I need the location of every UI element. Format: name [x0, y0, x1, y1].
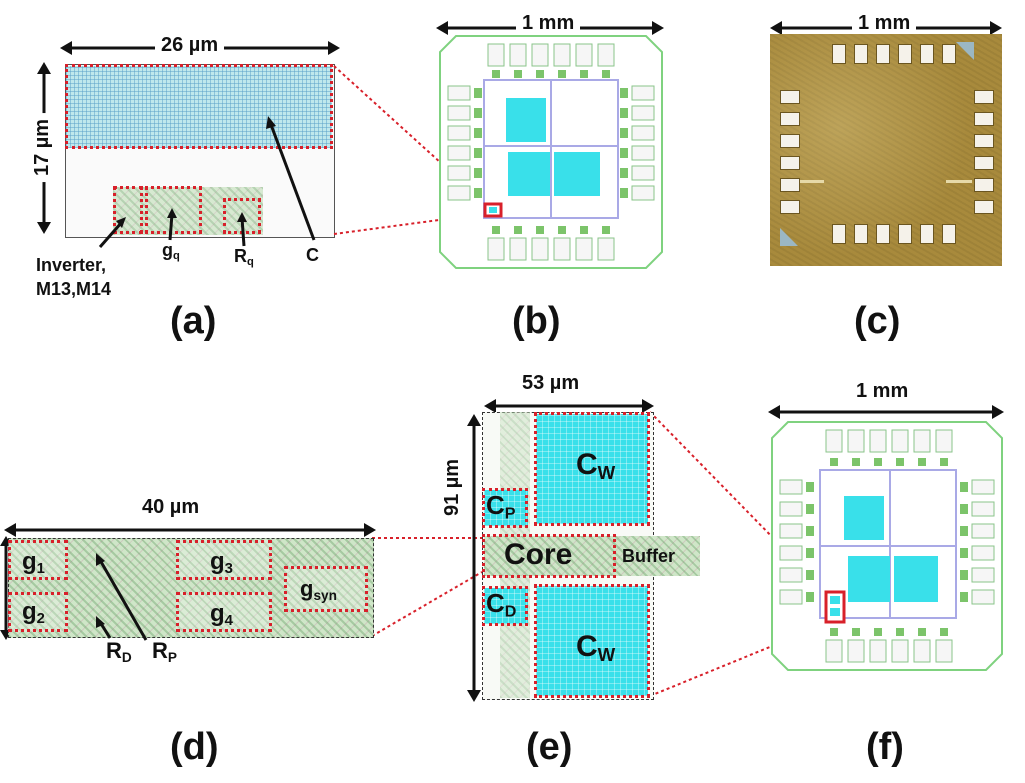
- width-dimension-c: 1 mm: [852, 12, 917, 35]
- cp-layout: [484, 490, 528, 526]
- panel-letter-c: (c): [854, 300, 901, 342]
- panel-letter-b: (b): [512, 300, 561, 342]
- g3-label: g3: [210, 548, 233, 578]
- width-dimension-d: 40 µm: [142, 496, 200, 518]
- capacitor-c-highlight: [65, 64, 333, 149]
- chip-layout-f: [771, 421, 1003, 671]
- core-highlight: [482, 534, 616, 578]
- cd-layout: [484, 588, 528, 624]
- panel-letter-a: (a): [170, 300, 217, 342]
- layout-frame-d: [8, 538, 374, 638]
- buffer-label: Buffer: [622, 546, 675, 566]
- width-arrow-d: [4, 523, 376, 537]
- g4-block: [176, 592, 272, 632]
- panel-letter-d: (d): [170, 726, 219, 768]
- g3-block: [176, 540, 272, 580]
- height-dimension-e: 91 µm: [441, 458, 464, 517]
- gq-label: gq: [162, 240, 180, 263]
- g1-block: [8, 540, 68, 580]
- rq-label: Rq: [234, 246, 254, 269]
- pointer-arrows-a: [98, 116, 316, 248]
- inverter-block: [113, 186, 143, 234]
- width-arrow-f: [768, 405, 1004, 419]
- cw-top-label: CW: [576, 448, 616, 484]
- inverter-label: Inverter,: [36, 255, 107, 275]
- gq-block: [145, 186, 202, 234]
- core-label: Core: [504, 538, 573, 571]
- g2-block: [8, 592, 68, 632]
- width-dimension-e: 53 µm: [522, 372, 580, 394]
- panel-letter-f: (f): [866, 726, 904, 768]
- g2-label: g2: [22, 598, 45, 628]
- rp-label: RP: [152, 638, 177, 665]
- cw-bottom-layout: [536, 586, 648, 696]
- core-buffer-layout: [484, 536, 700, 576]
- width-arrow-e: [484, 399, 654, 413]
- g1-label: g1: [22, 548, 45, 578]
- width-dimension-a: 26 µm: [155, 34, 225, 57]
- cd-highlight: [482, 586, 528, 626]
- transistor-label: M13,M14: [36, 279, 112, 299]
- cd-label: CD: [486, 588, 517, 621]
- cp-highlight: [482, 488, 528, 528]
- cp-label: CP: [486, 490, 516, 523]
- chip-layout-b: [439, 35, 663, 269]
- width-dimension-f: 1 mm: [856, 380, 909, 402]
- height-arrow-e: [467, 414, 481, 702]
- pointer-arrows-d: [96, 553, 148, 641]
- circuit-area-a: [113, 187, 263, 235]
- rd-label: RD: [106, 638, 132, 665]
- cw-bottom-highlight: [534, 584, 650, 698]
- cw-bottom-label: CW: [576, 630, 616, 666]
- c-label: C: [306, 245, 319, 265]
- gsyn-block: [284, 566, 368, 612]
- gsyn-label: gsyn: [300, 576, 337, 603]
- panel-letter-e: (e): [526, 726, 573, 768]
- cw-top-layout: [536, 414, 648, 524]
- die-photo: [770, 34, 1002, 266]
- width-dimension-b: 1 mm: [516, 12, 581, 35]
- cw-top-highlight: [534, 412, 650, 526]
- capacitor-c-layout: [66, 66, 332, 148]
- g4-label: g4: [210, 600, 233, 630]
